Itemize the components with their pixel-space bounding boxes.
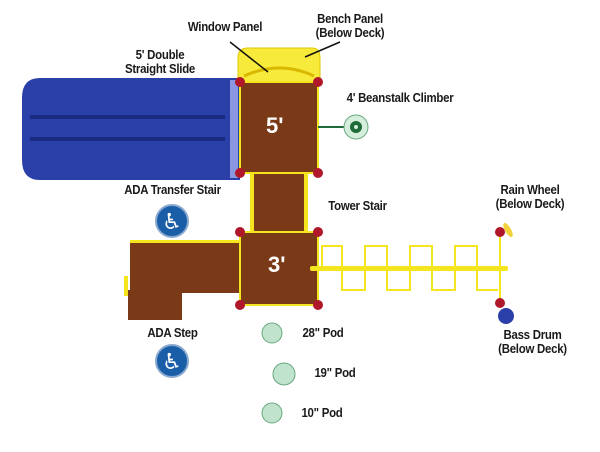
deck-height-5: 5' [266, 113, 284, 138]
label-line: (Below Deck) [315, 25, 385, 40]
rain-wheel [503, 222, 513, 238]
label-rain-wheel: Rain Wheel (Below Deck) [486, 183, 574, 211]
bass-drum [498, 308, 514, 324]
label-slide: 5' Double Straight Slide [103, 48, 217, 76]
accessibility-icon: ♿ [155, 204, 189, 238]
pods [261, 322, 296, 424]
label-ada-transfer: ADA Transfer Stair [124, 182, 221, 197]
accessibility-icon: ♿ [155, 344, 189, 378]
ada-transfer-platform [130, 243, 242, 293]
label-line: (Below Deck) [498, 341, 567, 356]
svg-text:♿: ♿ [162, 350, 182, 375]
ada-step [128, 290, 182, 320]
label-ada-step: ADA Step [147, 325, 198, 340]
label-pod-28: 28" Pod [302, 325, 344, 340]
label-line: Straight Slide [124, 61, 196, 76]
deck-height-3: 3' [268, 252, 286, 277]
label-line: Bench Panel [317, 11, 383, 26]
label-line: (Below Deck) [495, 196, 565, 211]
double-slide [22, 78, 240, 180]
deck-5ft [239, 81, 319, 174]
posts [235, 77, 505, 310]
label-line: Rain Wheel [500, 182, 560, 197]
label-line: 5' Double [135, 47, 185, 62]
label-pod-19: 19" Pod [314, 365, 356, 380]
tower-stair [254, 170, 304, 240]
label-window-panel: Window Panel [187, 19, 263, 34]
label-line: Bass Drum [503, 327, 562, 342]
label-tower-stair: Tower Stair [328, 198, 387, 213]
beanstalk-climber [318, 114, 369, 140]
svg-text:♿: ♿ [162, 210, 182, 235]
label-bench-panel: Bench Panel (Below Deck) [306, 12, 394, 40]
label-pod-10: 10" Pod [301, 405, 343, 420]
label-bass-drum: Bass Drum (Below Deck) [486, 328, 578, 356]
label-beanstalk: 4' Beanstalk Climber [346, 90, 454, 105]
bench-window-panel [237, 47, 321, 83]
